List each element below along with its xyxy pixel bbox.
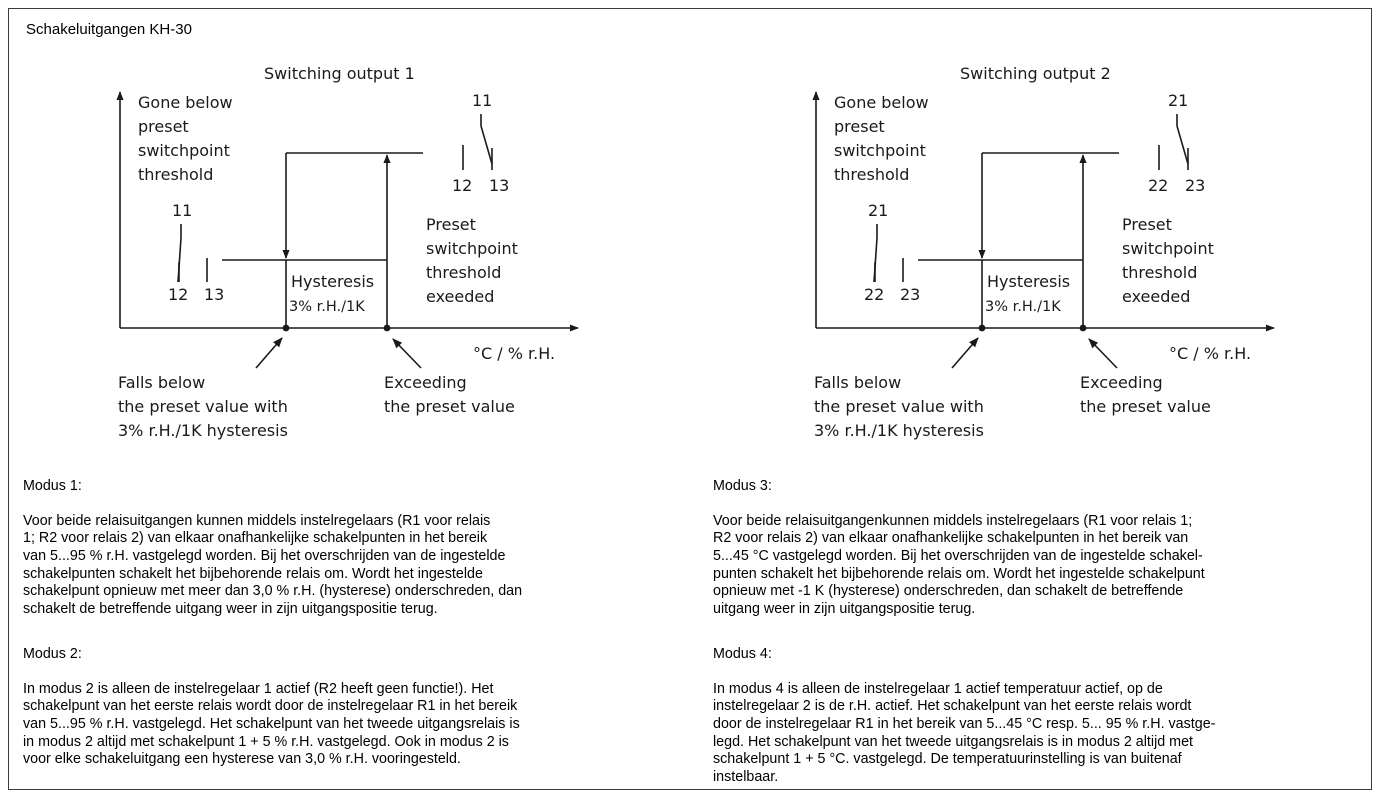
exceeding-label: Exceeding the preset value bbox=[384, 373, 515, 416]
svg-text:11: 11 bbox=[472, 91, 492, 110]
svg-text:Gone below: Gone below bbox=[834, 93, 929, 112]
hysteresis-label: Hysteresis bbox=[291, 272, 374, 291]
diagram-title: Switching output 2 bbox=[960, 64, 1111, 83]
svg-text:Exceeding: Exceeding bbox=[384, 373, 467, 392]
exceeding-point bbox=[1079, 324, 1087, 332]
hysteresis-value: 3% r.H./1K bbox=[289, 299, 365, 315]
exceeding-point bbox=[383, 324, 391, 332]
svg-text:Falls below: Falls below bbox=[814, 373, 901, 392]
modus-3-title: Modus 3: bbox=[713, 477, 772, 494]
y-axis-label: Gone below preset switchpoint threshold bbox=[138, 93, 233, 184]
svg-text:the preset value with: the preset value with bbox=[118, 397, 288, 416]
modus-2-section: Modus 2: In modus 2 is alleen de instelr… bbox=[23, 628, 693, 786]
svg-text:23: 23 bbox=[900, 285, 920, 304]
svg-text:the preset value: the preset value bbox=[1080, 397, 1211, 416]
svg-text:21: 21 bbox=[1168, 91, 1188, 110]
threshold-exceeded-label: Preset switchpoint threshold exeeded bbox=[1122, 215, 1214, 306]
svg-text:threshold: threshold bbox=[834, 165, 909, 184]
svg-text:Preset: Preset bbox=[1122, 215, 1172, 234]
svg-text:23: 23 bbox=[1185, 176, 1205, 195]
modus-4-title: Modus 4: bbox=[713, 645, 772, 662]
modus-1-section: Modus 1: Voor beide relaisuitgangen kunn… bbox=[23, 460, 693, 636]
falls-below-pointer bbox=[255, 337, 283, 369]
svg-text:12: 12 bbox=[168, 285, 188, 304]
svg-text:switchpoint: switchpoint bbox=[834, 141, 926, 160]
falls-below-point bbox=[282, 324, 290, 332]
modus-4-body: In modus 4 is alleen de instelregelaar 1… bbox=[713, 680, 1216, 785]
document-frame bbox=[8, 8, 1372, 790]
relay-contact-rest: 11 12 13 bbox=[168, 201, 224, 304]
hysteresis-label: Hysteresis bbox=[987, 272, 1070, 291]
svg-text:the preset value: the preset value bbox=[384, 397, 515, 416]
svg-text:Gone below: Gone below bbox=[138, 93, 233, 112]
svg-text:3% r.H./1K hysteresis: 3% r.H./1K hysteresis bbox=[814, 421, 984, 440]
svg-text:13: 13 bbox=[204, 285, 224, 304]
page-title: Schakeluitgangen KH-30 bbox=[26, 21, 192, 38]
svg-text:22: 22 bbox=[864, 285, 884, 304]
svg-text:22: 22 bbox=[1148, 176, 1168, 195]
threshold-exceeded-label: Preset switchpoint threshold exeeded bbox=[426, 215, 518, 306]
svg-text:switchpoint: switchpoint bbox=[426, 239, 518, 258]
modus-1-body: Voor beide relaisuitgangen kunnen middel… bbox=[23, 512, 523, 617]
svg-text:the preset value with: the preset value with bbox=[814, 397, 984, 416]
svg-text:13: 13 bbox=[489, 176, 509, 195]
relay-contact-switched: 21 22 23 bbox=[1148, 91, 1205, 195]
diagram-switching-output-1: Switching output 1 Gone below preset swi… bbox=[116, 64, 579, 440]
diagram-switching-output-2: Switching output 2 Gone below preset swi… bbox=[812, 64, 1275, 440]
svg-text:Preset: Preset bbox=[426, 215, 476, 234]
falls-below-point bbox=[978, 324, 986, 332]
svg-text:Falls below: Falls below bbox=[118, 373, 205, 392]
x-axis-label: °C / % r.H. bbox=[473, 344, 555, 363]
svg-text:threshold: threshold bbox=[138, 165, 213, 184]
svg-text:3% r.H./1K hysteresis: 3% r.H./1K hysteresis bbox=[118, 421, 288, 440]
exceeding-label: Exceeding the preset value bbox=[1080, 373, 1211, 416]
diagram-title: Switching output 1 bbox=[264, 64, 415, 83]
modus-2-body: In modus 2 is alleen de instelregelaar 1… bbox=[23, 680, 520, 768]
falls-below-label: Falls below the preset value with 3% r.H… bbox=[814, 373, 984, 440]
svg-text:preset: preset bbox=[138, 117, 189, 136]
exceeding-pointer bbox=[1088, 338, 1118, 369]
svg-text:11: 11 bbox=[172, 201, 192, 220]
svg-text:21: 21 bbox=[868, 201, 888, 220]
modus-2-title: Modus 2: bbox=[23, 645, 82, 662]
svg-text:exeeded: exeeded bbox=[426, 287, 494, 306]
modus-3-body: Voor beide relaisuitgangenkunnen middels… bbox=[713, 512, 1205, 617]
svg-text:switchpoint: switchpoint bbox=[1122, 239, 1214, 258]
modus-4-section: Modus 4: In modus 4 is alleen de instelr… bbox=[713, 628, 1380, 804]
exceeding-pointer bbox=[392, 338, 422, 369]
svg-text:12: 12 bbox=[452, 176, 472, 195]
svg-text:exeeded: exeeded bbox=[1122, 287, 1190, 306]
modus-3-section: Modus 3: Voor beide relaisuitgangenkunne… bbox=[713, 460, 1380, 636]
svg-text:switchpoint: switchpoint bbox=[138, 141, 230, 160]
svg-text:threshold: threshold bbox=[426, 263, 501, 282]
x-axis-label: °C / % r.H. bbox=[1169, 344, 1251, 363]
falls-below-pointer bbox=[951, 337, 979, 369]
modus-1-title: Modus 1: bbox=[23, 477, 82, 494]
relay-contact-rest: 21 22 23 bbox=[864, 201, 920, 304]
hysteresis-value: 3% r.H./1K bbox=[985, 299, 1061, 315]
svg-text:preset: preset bbox=[834, 117, 885, 136]
relay-contact-switched: 11 12 13 bbox=[452, 91, 509, 195]
svg-text:threshold: threshold bbox=[1122, 263, 1197, 282]
y-axis-label: Gone below preset switchpoint threshold bbox=[834, 93, 929, 184]
svg-text:Exceeding: Exceeding bbox=[1080, 373, 1163, 392]
falls-below-label: Falls below the preset value with 3% r.H… bbox=[118, 373, 288, 440]
